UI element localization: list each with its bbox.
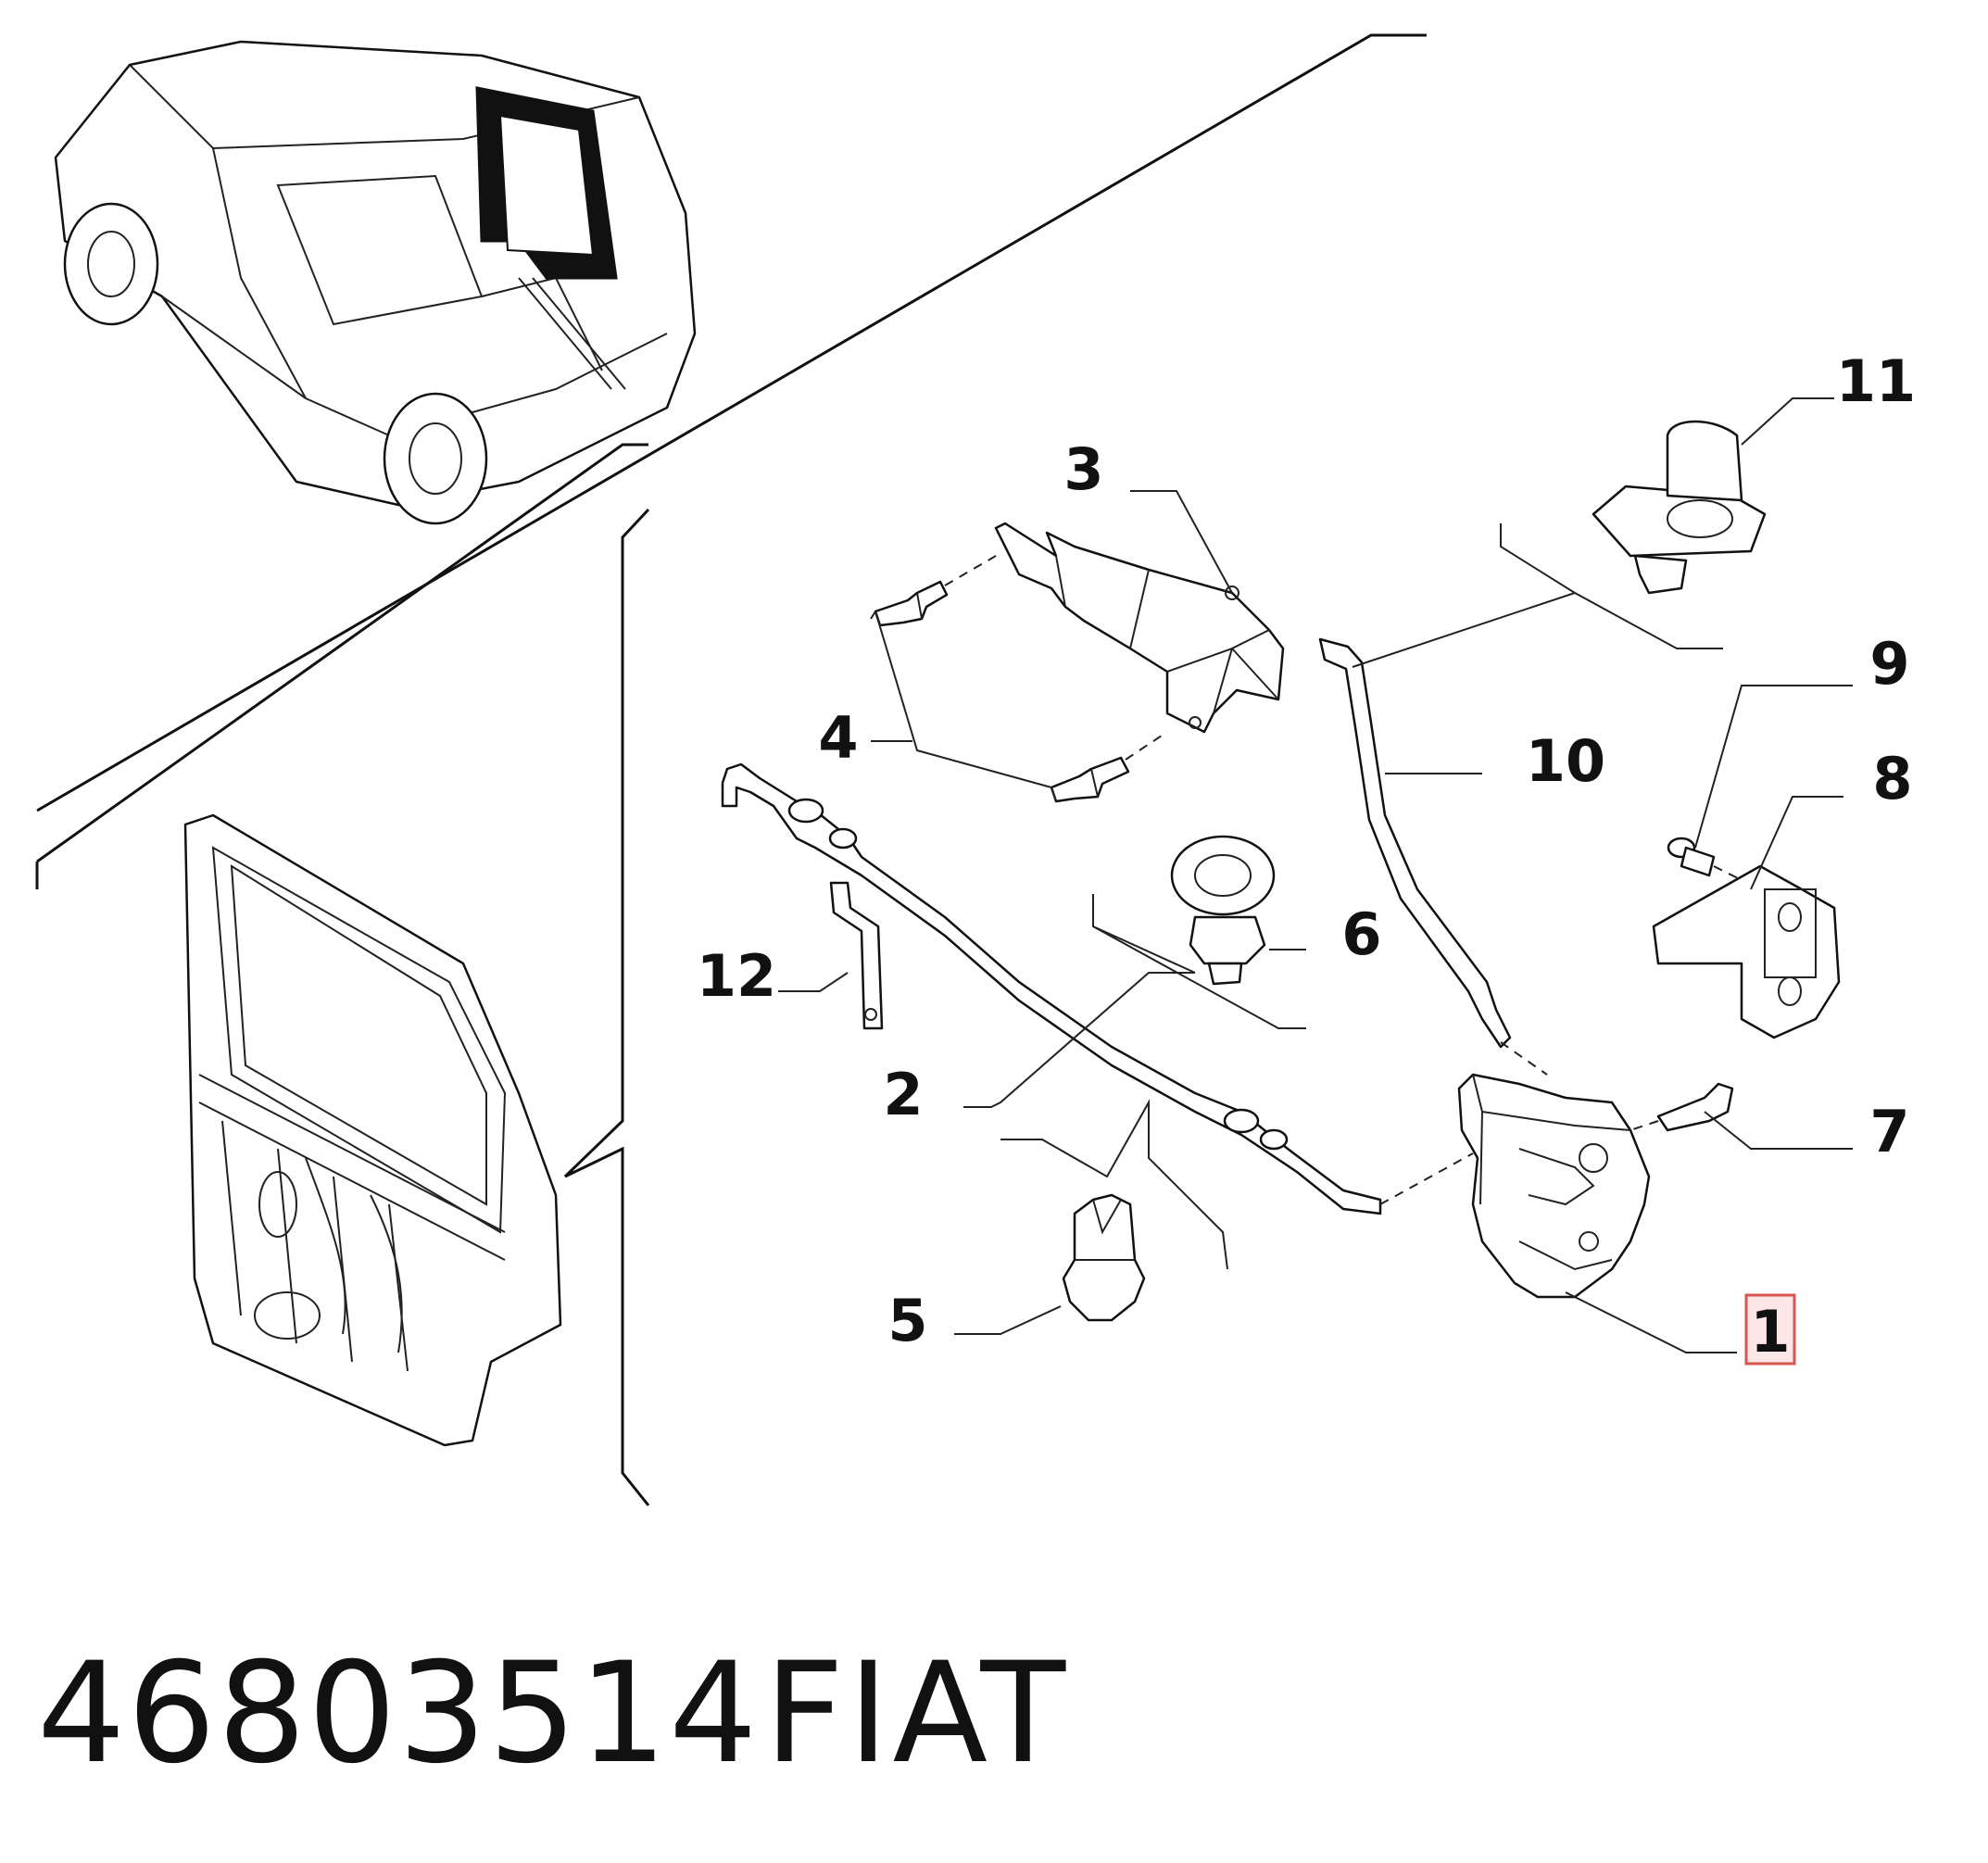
door-panel-illustration	[183, 813, 562, 1447]
part-11-clip	[1592, 420, 1767, 595]
callout-12-leader	[778, 972, 849, 992]
callout-7[interactable]: 7	[1869, 1098, 1909, 1165]
part-9-screw	[1667, 837, 1716, 877]
callout-7-leader	[1704, 1111, 1853, 1150]
callout-5-bracket	[1000, 1099, 1228, 1270]
callout-5-leader	[954, 1305, 1062, 1335]
part-12-rod	[829, 881, 884, 1030]
callout-3-leader	[1130, 490, 1233, 594]
callout-4-leader	[874, 611, 1052, 788]
part-7-bolt	[1656, 1082, 1734, 1132]
callout-9-leader	[1694, 685, 1853, 849]
callout-1-leader	[1565, 1291, 1737, 1353]
callout-11[interactable]: 11	[1836, 347, 1916, 415]
exploded-parts-diagram: 1 2 3 4 5 6 7 8 9 10 11 12	[35, 33, 1916, 1506]
callout-12[interactable]: 12	[697, 942, 776, 1010]
callout-9[interactable]: 9	[1869, 630, 1909, 698]
brand-name: FIAT	[764, 1633, 1070, 1794]
callout-2[interactable]: 2	[883, 1061, 923, 1128]
part-3-bracket	[994, 522, 1285, 734]
callout-1[interactable]: 1	[1744, 1293, 1796, 1366]
callout-8-leader	[1750, 796, 1843, 890]
callout-2-leader	[963, 972, 1195, 1108]
callout-6[interactable]: 6	[1341, 900, 1381, 968]
part-1-door-lock	[1457, 1073, 1651, 1299]
callout-3[interactable]: 3	[1063, 435, 1103, 503]
svg-text:1: 1	[1750, 1298, 1790, 1366]
callout-11-leader	[1741, 397, 1834, 446]
door-bracket-line	[563, 508, 650, 1506]
callout-1-highlight-box	[1744, 1293, 1796, 1366]
part-4-pin-lower	[1050, 756, 1130, 803]
callout-8[interactable]: 8	[1872, 745, 1912, 812]
separator-line-top	[36, 33, 1427, 812]
car-overview-illustration	[54, 40, 697, 525]
part-2-cable	[721, 762, 1382, 1215]
separator-line-mid	[36, 443, 648, 863]
part-4-pin-upper	[874, 580, 949, 627]
part-number: 46803514	[37, 1633, 760, 1794]
part-5-clip	[1062, 1193, 1146, 1322]
callout-5[interactable]: 5	[887, 1287, 927, 1354]
part-6-clip	[1170, 835, 1276, 986]
callout-10[interactable]: 10	[1526, 727, 1605, 795]
part-10-rod	[1318, 637, 1512, 1049]
callout-4[interactable]: 4	[818, 704, 858, 772]
part-8-striker	[1652, 864, 1841, 1039]
